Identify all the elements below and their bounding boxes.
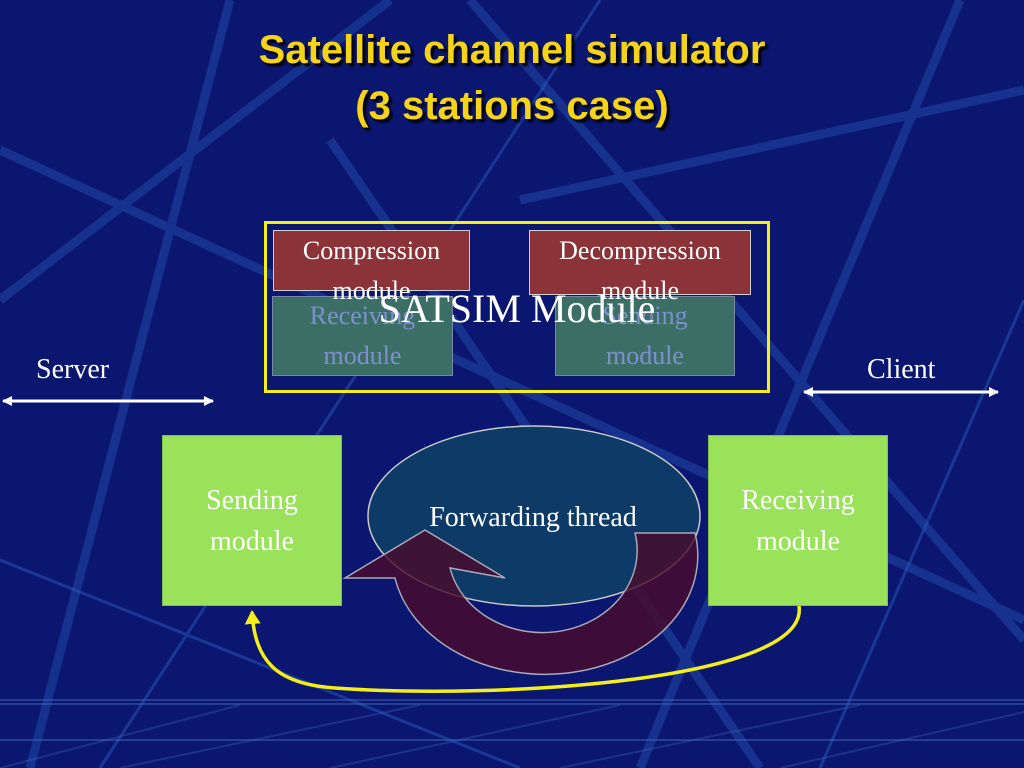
client-receiving-module: Receiving module [708, 435, 888, 606]
circular-arrow [342, 529, 699, 676]
compression-module: Compression module [273, 230, 470, 305]
satsim-receiving-module: Receiving module [272, 296, 453, 376]
slide-title-line-2: (3 stations case) [355, 84, 669, 128]
satsim-receiving-module-label: Receiving module [309, 301, 416, 370]
satsim-module-label: SATSIM Module [378, 286, 656, 331]
decompression-module: Decompression module [529, 230, 751, 305]
satsim-sending-module: Sending module [555, 296, 735, 376]
feedback-arrow [244, 605, 801, 693]
client-label: Client [867, 354, 936, 385]
forwarding-thread-label: Forwarding thread [429, 502, 637, 533]
compression-module-label: Compression module [302, 236, 441, 305]
client-receiving-module-label: Receiving module [741, 484, 855, 557]
decompression-module-label: Decompression module [559, 236, 721, 305]
server-label: Server [36, 354, 110, 385]
satsim-module-frame [264, 221, 770, 393]
slide-title-line-1: Satellite channel simulator [258, 28, 766, 72]
satsim-sending-module-label: Sending module [602, 301, 688, 370]
server-sending-module: Sending module [162, 435, 342, 606]
server-sending-module-label: Sending module [206, 484, 298, 557]
